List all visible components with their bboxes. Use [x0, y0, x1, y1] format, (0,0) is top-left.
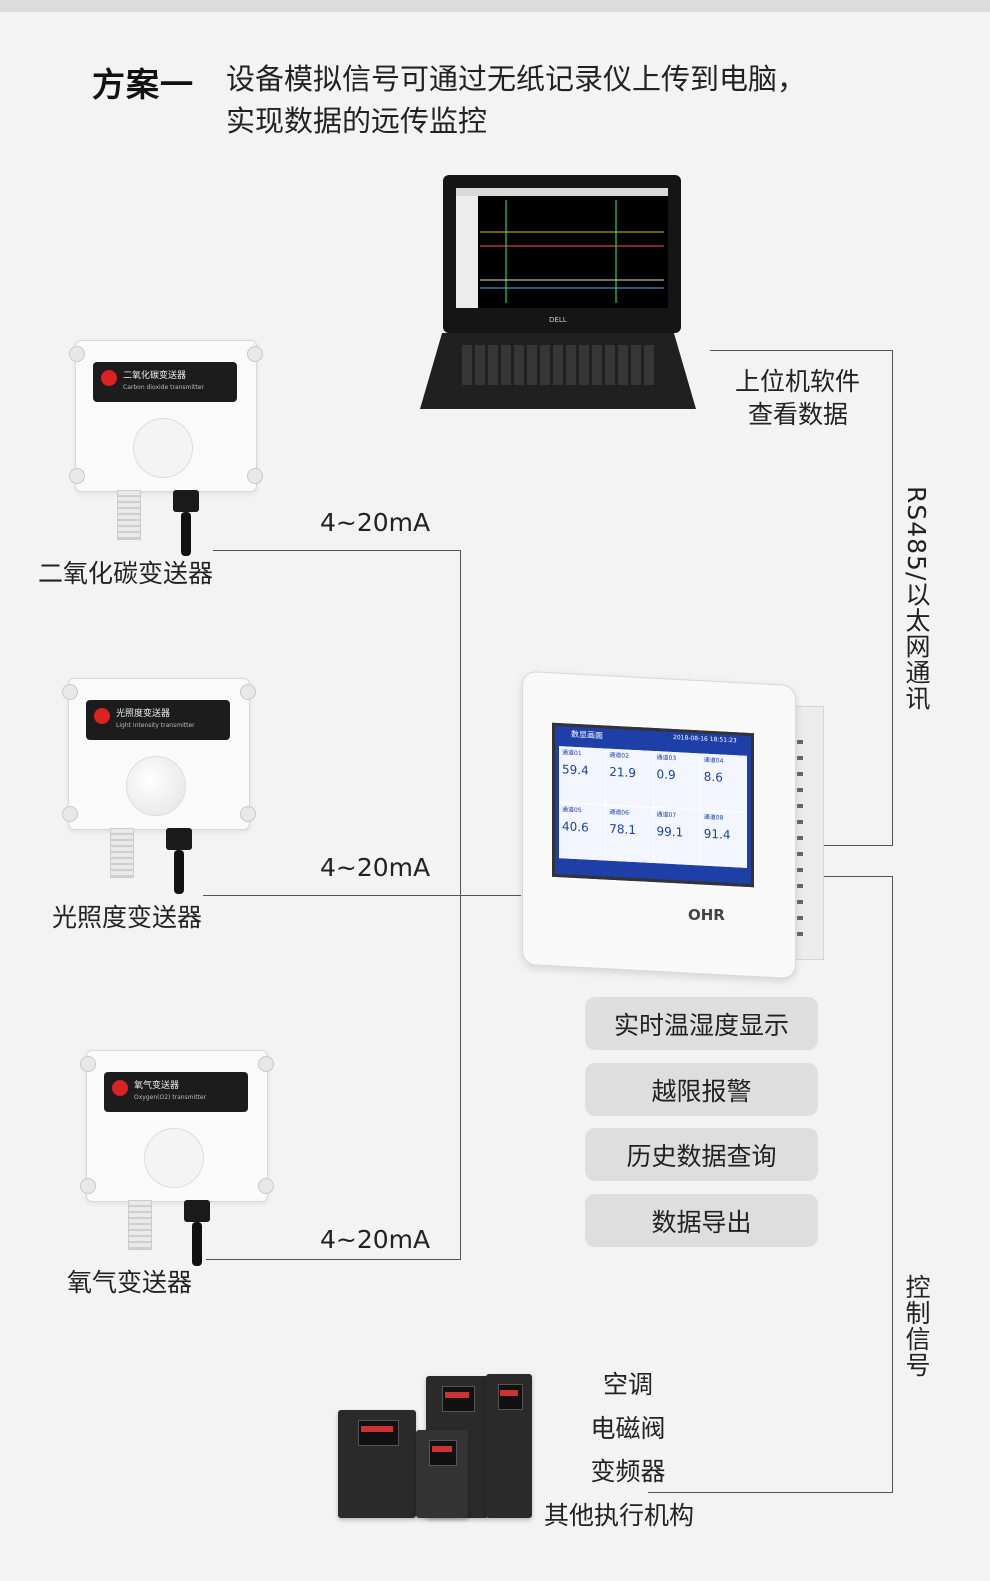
- recorder-screen-title: 数显画面: [571, 729, 603, 741]
- co2-badge-sub: Carbon dioxide transmitter: [123, 384, 204, 391]
- feature-realtime-display: 实时温湿度显示: [585, 997, 818, 1050]
- recorder-control-line: [808, 876, 893, 877]
- brand-logo-icon: [112, 1080, 128, 1096]
- light-badge: 光照度变送器 Light intensity transmitter: [86, 700, 230, 740]
- brand-logo-icon: [94, 708, 110, 724]
- light-badge-sub: Light intensity transmitter: [116, 722, 195, 729]
- header-line-1: 设备模拟信号可通过无纸记录仪上传到电脑，: [226, 62, 807, 96]
- recorder-comm-line: [808, 845, 893, 846]
- scheme-tag: 方案一: [92, 65, 194, 104]
- co2-probe: [117, 490, 141, 540]
- control-label: 控制信号: [902, 1274, 931, 1378]
- actuator-air-conditioner: 空调: [602, 1370, 653, 1399]
- feature-history-query: 历史数据查询: [585, 1128, 818, 1181]
- trend-chart-graphic: [456, 188, 668, 308]
- feature-data-export: 数据导出: [585, 1194, 818, 1247]
- control-bottom-line: [648, 1492, 893, 1493]
- recorder-datetime: 2018-08-16 18:51:23: [673, 734, 737, 745]
- header-line-2: 实现数据的远传监控: [226, 104, 488, 138]
- recorder-brand: OHR: [688, 906, 725, 924]
- actuator-solenoid-valve: 电磁阀: [590, 1414, 666, 1443]
- light-sensor-dome: [126, 756, 186, 816]
- light-cable: [174, 850, 184, 894]
- co2-sensor-window: [133, 418, 193, 478]
- pc-label-line-2: 查看数据: [748, 400, 849, 429]
- co2-badge: 二氧化碳变送器 Carbon dioxide transmitter: [93, 362, 237, 402]
- co2-transmitter-label: 二氧化碳变送器: [38, 559, 214, 588]
- oxygen-signal-line: [206, 1259, 460, 1260]
- laptop-screen: [456, 188, 668, 308]
- top-bar: [0, 0, 990, 12]
- oxygen-badge: 氧气变送器 Oxygen(O2) transmitter: [104, 1072, 248, 1112]
- oxygen-probe: [128, 1200, 152, 1250]
- oxygen-badge-text: 氧气变送器: [134, 1081, 180, 1091]
- light-badge-text: 光照度变送器: [116, 709, 171, 719]
- laptop-brand: DELL: [549, 316, 567, 324]
- light-transmitter-label: 光照度变送器: [52, 903, 203, 932]
- feature-limit-alarm: 越限报警: [585, 1063, 818, 1116]
- comm-label: RS485/以太网通讯: [902, 486, 931, 712]
- light-signal-line: [203, 895, 521, 896]
- pc-link-line: [710, 350, 893, 351]
- co2-badge-text: 二氧化碳变送器: [123, 371, 187, 381]
- oxygen-cable: [192, 1222, 202, 1266]
- light-cable-gland: [166, 828, 192, 850]
- co2-signal-label: 4~20mA: [320, 508, 431, 537]
- recorder-side: [792, 706, 824, 960]
- brand-logo-icon: [101, 370, 117, 386]
- co2-cable-gland: [173, 490, 199, 512]
- co2-signal-line: [213, 550, 460, 551]
- oxygen-badge-sub: Oxygen(O2) transmitter: [134, 1094, 207, 1101]
- signal-junction-line: [460, 550, 461, 1260]
- laptop-keyboard: [462, 345, 654, 385]
- light-probe: [110, 828, 134, 878]
- oxygen-cable-gland: [184, 1200, 210, 1222]
- light-signal-label: 4~20mA: [320, 853, 431, 882]
- actuator-other: 其他执行机构: [544, 1501, 695, 1530]
- pc-label-line-1: 上位机软件: [735, 367, 861, 396]
- oxygen-signal-label: 4~20mA: [320, 1225, 431, 1254]
- oxygen-sensor-window: [144, 1128, 204, 1188]
- oxygen-transmitter-label: 氧气变送器: [67, 1268, 193, 1297]
- actuator-inverter: 变频器: [590, 1457, 666, 1486]
- control-vertical-line: [892, 876, 893, 1493]
- comm-vertical-line: [892, 350, 893, 845]
- co2-cable: [181, 512, 191, 556]
